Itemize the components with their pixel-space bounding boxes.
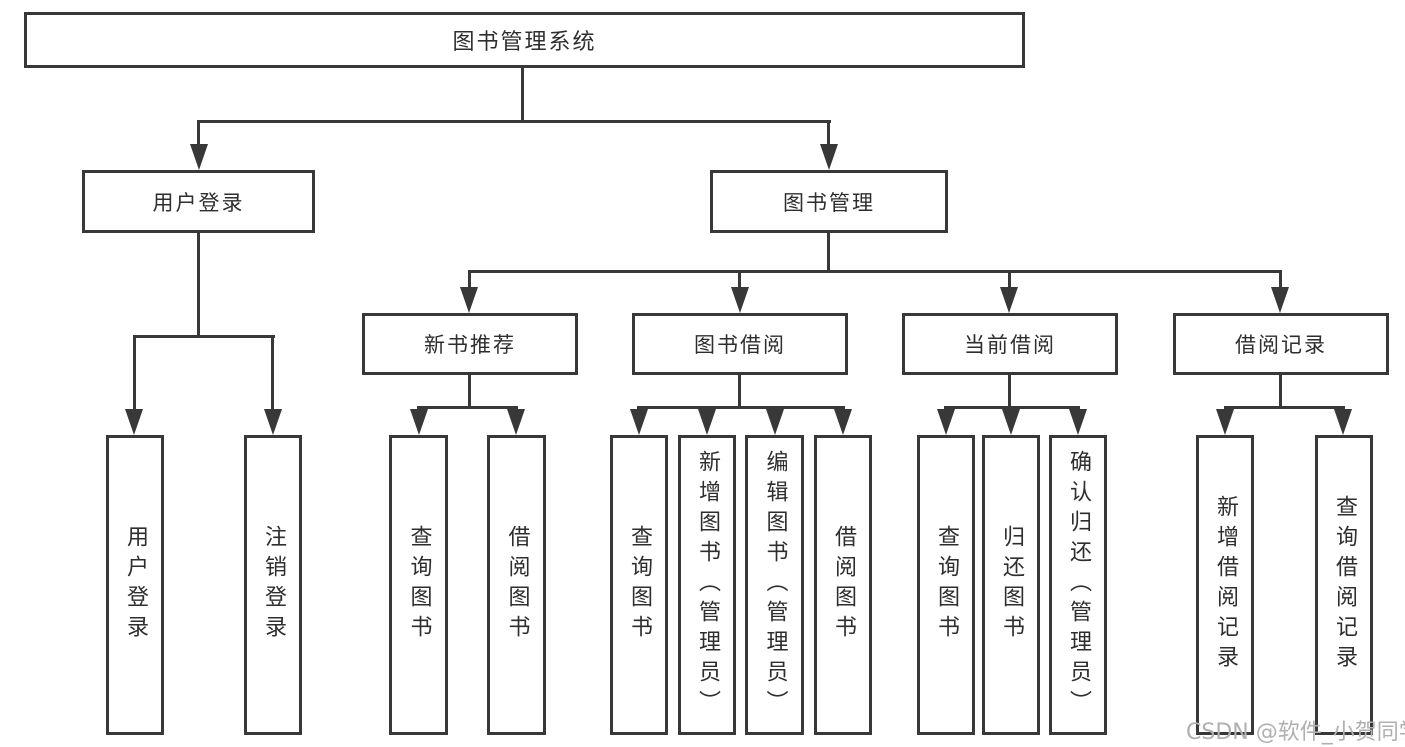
connector-section-bar — [1224, 406, 1345, 409]
node-current-borrowing: 当前借阅 — [902, 313, 1118, 375]
leaf-query-books-current: 查询图书 — [917, 435, 975, 735]
connector-root-trunk — [521, 68, 524, 121]
arrowhead-down-icon — [630, 409, 648, 435]
connector-drop — [271, 335, 274, 413]
node-label: 编辑图书（管理员） — [762, 450, 788, 720]
node-label: 用户登录 — [152, 190, 245, 215]
arrowhead-down-icon — [507, 409, 525, 435]
node-label: 图书管理系统 — [452, 30, 597, 55]
leaf-edit-books-admin: 编辑图书（管理员） — [745, 435, 804, 735]
connector-section-bar — [637, 406, 845, 409]
node-label: 注销登录 — [261, 525, 286, 645]
node-root-library-system: 图书管理系统 — [24, 12, 1025, 68]
arrowhead-down-icon — [1002, 409, 1020, 435]
node-label: 图书借阅 — [694, 333, 786, 357]
arrowhead-down-icon — [820, 144, 838, 170]
leaf-user-login: 用户登录 — [106, 435, 164, 735]
arrowhead-down-icon — [264, 409, 282, 435]
connector-drop — [827, 120, 830, 148]
arrowhead-down-icon — [1271, 287, 1289, 313]
node-label: 借阅图书 — [504, 525, 530, 645]
node-label: 新增图书（管理员） — [695, 450, 720, 720]
connector-drop — [1008, 270, 1011, 290]
connector-section-bar — [417, 406, 518, 409]
leaf-query-borrow-record: 查询借阅记录 — [1315, 435, 1373, 735]
connector-section-bar — [944, 406, 1080, 409]
node-label: 查询图书 — [934, 525, 959, 645]
connector-section-trunk — [1008, 375, 1011, 408]
connector-section-trunk — [1279, 375, 1282, 408]
leaf-query-books-borrowing: 查询图书 — [610, 435, 668, 735]
leaf-borrow-books: 借阅图书 — [814, 435, 872, 735]
arrowhead-down-icon — [190, 144, 208, 170]
node-label: 查询图书 — [627, 525, 652, 645]
arrowhead-down-icon — [1000, 287, 1018, 313]
arrowhead-down-icon — [410, 409, 428, 435]
arrowhead-down-icon — [1216, 409, 1234, 435]
connector-userlogin-trunk — [197, 233, 200, 337]
arrowhead-down-icon — [731, 287, 749, 313]
connector-root-bar — [197, 120, 831, 123]
node-book-management: 图书管理 — [710, 170, 948, 233]
node-label: 确认归还（管理员） — [1066, 450, 1091, 720]
arrowhead-down-icon — [698, 409, 716, 435]
leaf-add-books-admin: 新增图书（管理员） — [678, 435, 736, 735]
connector-drop — [133, 335, 136, 413]
connector-bookmgmt-bar — [468, 270, 1282, 273]
node-label: 查询图书 — [406, 525, 432, 645]
leaf-add-borrow-record: 新增借阅记录 — [1196, 435, 1254, 735]
csdn-watermark: CSDN @软件_小贺同学 — [1186, 720, 1405, 745]
node-label: 用户登录 — [123, 525, 148, 645]
connector-drop — [197, 120, 200, 148]
connector-userlogin-bar — [133, 335, 275, 338]
node-user-login: 用户登录 — [82, 170, 315, 233]
node-label: 归还图书 — [999, 525, 1024, 645]
arrowhead-down-icon — [125, 409, 143, 435]
arrowhead-down-icon — [1069, 409, 1087, 435]
node-new-book-recommend: 新书推荐 — [362, 313, 578, 375]
connector-section-trunk — [468, 375, 471, 408]
node-label: 查询借阅记录 — [1332, 495, 1357, 675]
leaf-query-books-recommend: 查询图书 — [389, 435, 448, 735]
leaf-borrow-books-recommend: 借阅图书 — [487, 435, 546, 735]
leaf-return-books: 归还图书 — [982, 435, 1040, 735]
leaf-confirm-return-admin: 确认归还（管理员） — [1049, 435, 1107, 735]
node-label: 当前借阅 — [964, 333, 1056, 357]
node-label: 新增借阅记录 — [1213, 495, 1238, 675]
node-label: 新书推荐 — [424, 333, 516, 357]
node-borrowing-records: 借阅记录 — [1173, 313, 1389, 375]
arrowhead-down-icon — [1334, 409, 1352, 435]
arrowhead-down-icon — [766, 409, 784, 435]
connector-drop — [738, 270, 741, 290]
connector-drop — [468, 270, 471, 290]
connector-section-trunk — [738, 375, 741, 408]
connector-drop — [1279, 270, 1282, 290]
node-label: 借阅记录 — [1235, 333, 1327, 357]
arrowhead-down-icon — [937, 409, 955, 435]
node-label: 图书管理 — [783, 190, 875, 215]
node-book-borrowing: 图书借阅 — [632, 313, 848, 375]
arrowhead-down-icon — [834, 409, 852, 435]
leaf-logout: 注销登录 — [244, 435, 302, 735]
arrowhead-down-icon — [460, 287, 478, 313]
node-label: 借阅图书 — [831, 525, 856, 645]
connector-bookmgmt-trunk — [827, 233, 830, 272]
